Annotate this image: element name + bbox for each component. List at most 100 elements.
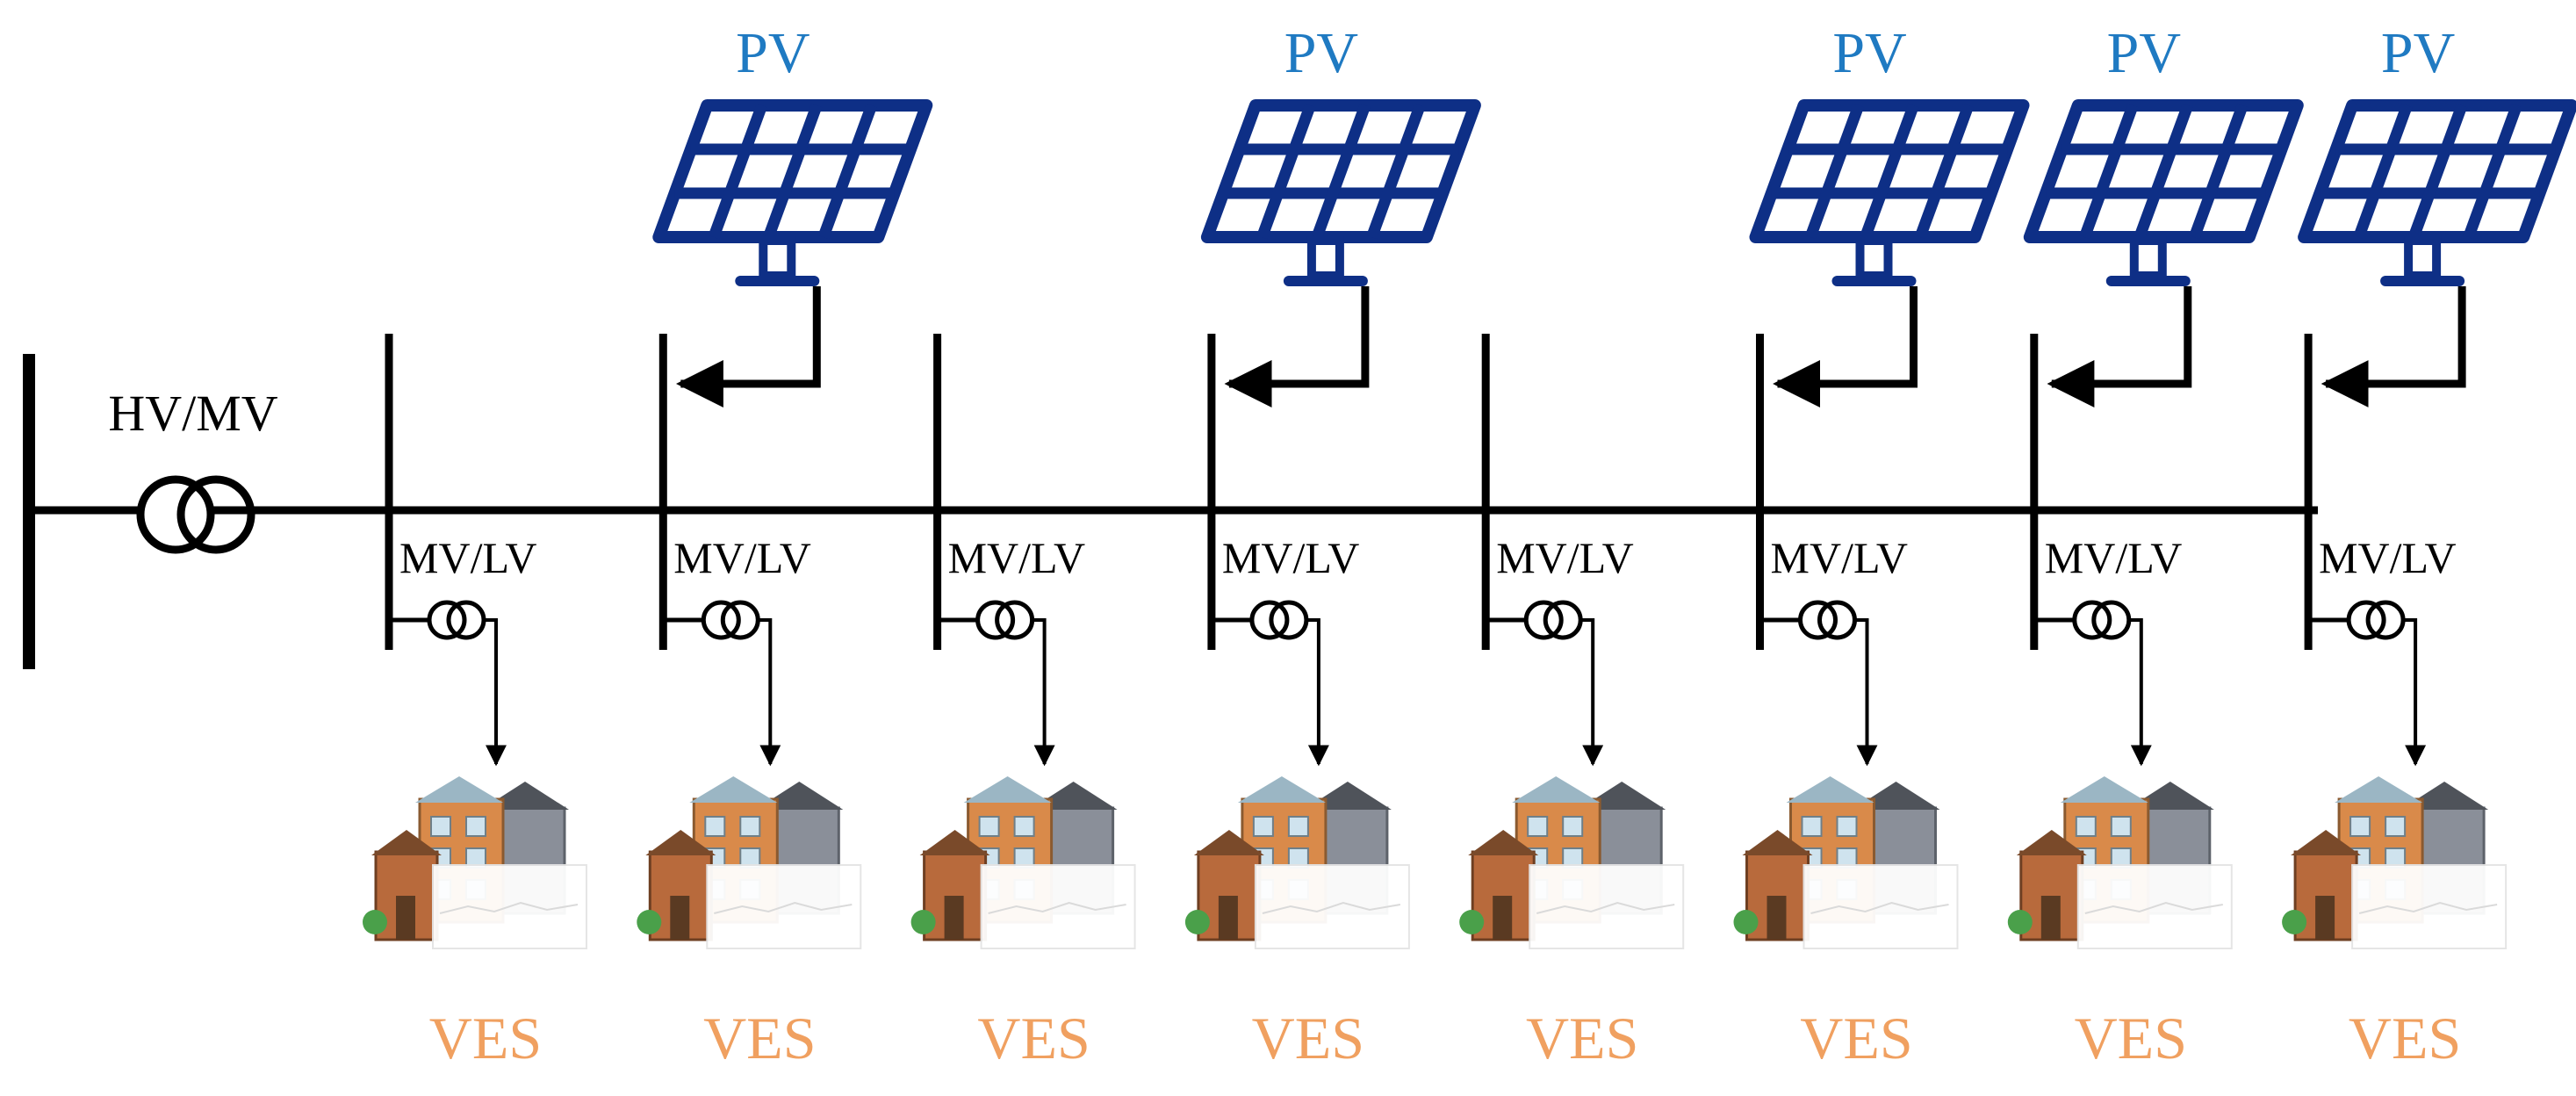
solar-panel-grid-line [1860, 103, 1919, 240]
building-window [739, 816, 761, 837]
solar-panel-base [735, 276, 820, 286]
building-roof [415, 776, 503, 803]
building-door [944, 896, 964, 940]
building-door [670, 896, 690, 940]
bus-section: MV/LV VES PV [1184, 21, 1481, 1071]
building-window [704, 816, 726, 837]
load-arrow [1854, 618, 1878, 767]
pv-unit: PV [1200, 21, 1481, 407]
pv-label: PV [2381, 21, 2455, 85]
building-window [2349, 816, 2371, 837]
load-arrow [2128, 618, 2152, 767]
bus-sections: MV/LVVESMV/LVVESPVMV/LVVESMV/LVVESPVMV/L… [363, 21, 2576, 1071]
pv-feed-arrow [675, 286, 821, 407]
solar-panel-post [2404, 236, 2442, 280]
building-window [1562, 816, 1584, 837]
building-window [1527, 816, 1549, 837]
solar-panel-grid-line [1804, 103, 1865, 240]
building-window [2385, 816, 2407, 837]
building-roof [2335, 776, 2423, 803]
tree-icon [2282, 910, 2307, 934]
building-door [396, 896, 415, 940]
pv-label: PV [1832, 21, 1906, 85]
tree-icon [1733, 910, 1759, 934]
building-roof [1786, 776, 1874, 803]
load-arrow [758, 618, 781, 767]
pv-unit: PV [1749, 21, 2030, 407]
pv-feed-arrow [2321, 286, 2466, 407]
building-roof [645, 830, 716, 855]
building-door [2315, 896, 2335, 940]
solar-panel-grid-line [2133, 103, 2193, 240]
building-roof [1237, 776, 1326, 803]
building-window [1287, 816, 1309, 837]
pv-unit: PV [2298, 21, 2576, 407]
pv-label: PV [736, 21, 809, 85]
load-arrow [1580, 618, 1604, 767]
tree-icon [363, 910, 387, 934]
building-roof [1742, 830, 1813, 855]
ves-label: VES [1800, 1005, 1912, 1071]
building-roof [919, 830, 990, 855]
tree-icon [910, 910, 936, 934]
building-door [1493, 896, 1513, 940]
pv-feed-arrow [1773, 286, 1918, 407]
ves-label: VES [703, 1005, 816, 1071]
pv-unit: PV [2023, 21, 2304, 407]
hv-mv-label: HV/MV [108, 385, 277, 442]
building-door [1218, 896, 1238, 940]
building-roof [963, 776, 1052, 803]
mv-lv-label: MV/LV [2319, 533, 2457, 582]
building-roof [1193, 830, 1264, 855]
load-profile-line [714, 901, 853, 914]
load-profile-line [2084, 901, 2223, 914]
ves-label: VES [2349, 1005, 2461, 1071]
building-roof [2291, 830, 2362, 855]
building-window [465, 816, 486, 837]
solar-panel-grid-line [708, 103, 767, 240]
building-roof [689, 776, 778, 803]
solar-panel-post [2129, 236, 2167, 280]
building-window [1836, 816, 1858, 837]
mv-lv-label: MV/LV [948, 533, 1086, 582]
pv-feed-arrow [1224, 286, 1370, 407]
mv-lv-label: MV/LV [673, 533, 811, 582]
bus-section: MV/LV VES PV [637, 21, 933, 1071]
mv-lv-label: MV/LV [1771, 533, 1909, 582]
building-window [978, 816, 1000, 837]
building-roof [2060, 776, 2148, 803]
pv-label: PV [2107, 21, 2181, 85]
tree-icon [1459, 910, 1485, 934]
building-window [1013, 816, 1035, 837]
solar-panel-base [1831, 276, 1917, 286]
solar-panel-grid-line [1311, 103, 1371, 240]
load-profile-line [439, 901, 579, 914]
load-profile-line [1262, 901, 1401, 914]
mv-lv-label: MV/LV [1496, 533, 1634, 582]
solar-panel-grid-line [1366, 103, 1426, 240]
solar-panel-base [1283, 276, 1368, 286]
ves-label: VES [1526, 1005, 1638, 1071]
pv-feed-arrow [2047, 286, 2192, 407]
solar-panel-base [2105, 276, 2191, 286]
mv-lv-label: MV/LV [1222, 533, 1360, 582]
building-window [2110, 816, 2132, 837]
bus-section: MV/LV VES [1459, 334, 1685, 1071]
pv-label: PV [1284, 21, 1358, 85]
building-window [1801, 816, 1823, 837]
load-arrow [1306, 618, 1329, 767]
ves-label: VES [1252, 1005, 1364, 1071]
mv-lv-label: MV/LV [399, 533, 537, 582]
solar-panel-grid-line [2189, 103, 2249, 240]
building-roof [2016, 830, 2087, 855]
building-window [2075, 816, 2097, 837]
ves-label: VES [2075, 1005, 2187, 1071]
load-arrow [484, 618, 507, 767]
solar-panel-post [759, 236, 796, 280]
solar-panel-grid-line [1256, 103, 1316, 240]
building-roof [1468, 830, 1539, 855]
pv-unit: PV [652, 21, 933, 407]
